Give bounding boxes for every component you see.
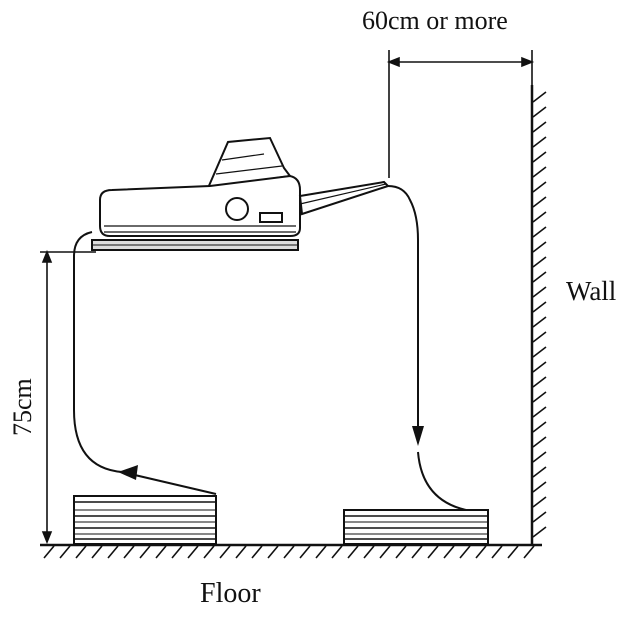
clearance-label: 60cm or more — [362, 6, 508, 35]
paper-path-right-exit — [417, 451, 467, 511]
floor-hatch-mark — [347, 545, 359, 559]
wall-hatch-mark — [532, 346, 547, 358]
wall-hatch-mark — [532, 286, 547, 298]
wall-hatch-mark — [532, 241, 547, 253]
wall-hatch-mark — [532, 466, 547, 478]
wall — [530, 85, 547, 545]
wall-hatch-mark — [532, 361, 547, 373]
wall-hatch-mark — [532, 121, 547, 133]
wall-hatch-mark — [532, 301, 547, 313]
arrow-down-icon — [412, 426, 424, 446]
floor-hatch-mark — [91, 545, 103, 559]
floor-hatch-mark — [523, 545, 535, 559]
wall-hatch-mark — [532, 526, 547, 538]
paper-stack-right-icon — [343, 509, 489, 545]
floor-hatch-mark — [171, 545, 183, 559]
floor-hatch-mark — [507, 545, 519, 559]
wall-label: Wall — [566, 276, 617, 306]
paper-path-right — [387, 185, 419, 430]
floor-hatch-mark — [395, 545, 407, 559]
floor-hatch-mark — [443, 545, 455, 559]
floor-hatch-mark — [155, 545, 167, 559]
floor-hatch-mark — [411, 545, 423, 559]
floor-hatch-mark — [267, 545, 279, 559]
floor-hatch-mark — [331, 545, 343, 559]
height-label: 75cm — [8, 378, 37, 436]
floor-hatch-mark — [491, 545, 503, 559]
clearance-dimension — [386, 50, 535, 178]
floor-hatch-mark — [475, 545, 487, 559]
dot-matrix-printer-icon — [91, 136, 390, 251]
floor-hatch-mark — [251, 545, 263, 559]
floor-hatch-mark — [379, 545, 391, 559]
wall-hatch-mark — [532, 181, 547, 193]
wall-hatch-mark — [532, 376, 547, 388]
floor-hatch-mark — [187, 545, 199, 559]
wall-hatch-mark — [532, 256, 547, 268]
wall-hatch-mark — [532, 316, 547, 328]
floor-hatch-mark — [299, 545, 311, 559]
wall-hatch-mark — [532, 226, 547, 238]
wall-hatch-mark — [532, 391, 547, 403]
wall-hatch-mark — [532, 271, 547, 283]
wall-hatch-mark — [532, 421, 547, 433]
wall-hatch-mark — [532, 406, 547, 418]
wall-hatch-mark — [532, 106, 547, 118]
wall-hatch-mark — [532, 511, 547, 523]
wall-hatch-mark — [532, 196, 547, 208]
wall-hatch-mark — [532, 451, 547, 463]
arrow-left-icon — [118, 465, 138, 480]
height-dimension — [40, 249, 96, 545]
floor — [40, 543, 542, 559]
wall-hatch-mark — [532, 151, 547, 163]
floor-hatch-mark — [219, 545, 231, 559]
wall-hatch-mark — [532, 136, 547, 148]
floor-hatch-mark — [235, 545, 247, 559]
floor-hatch-mark — [283, 545, 295, 559]
floor-hatch-mark — [139, 545, 151, 559]
floor-hatch-mark — [315, 545, 327, 559]
wall-hatch-mark — [532, 331, 547, 343]
wall-hatch-mark — [532, 481, 547, 493]
floor-hatch-mark — [203, 545, 215, 559]
floor-hatch-mark — [459, 545, 471, 559]
floor-hatch-mark — [123, 545, 135, 559]
floor-hatch-mark — [59, 545, 71, 559]
wall-hatch-mark — [532, 496, 547, 508]
paper-stack-left-icon — [73, 495, 217, 545]
paper-path-left — [73, 231, 217, 495]
wall-hatch-mark — [532, 166, 547, 178]
wall-hatch-mark — [532, 211, 547, 223]
floor-hatch-mark — [75, 545, 87, 559]
floor-hatch-mark — [427, 545, 439, 559]
floor-hatch-mark — [363, 545, 375, 559]
floor-hatch-mark — [107, 545, 119, 559]
floor-hatch-mark — [43, 545, 55, 559]
wall-hatch-mark — [532, 91, 547, 103]
wall-hatch-mark — [532, 436, 547, 448]
floor-label: Floor — [200, 578, 261, 609]
